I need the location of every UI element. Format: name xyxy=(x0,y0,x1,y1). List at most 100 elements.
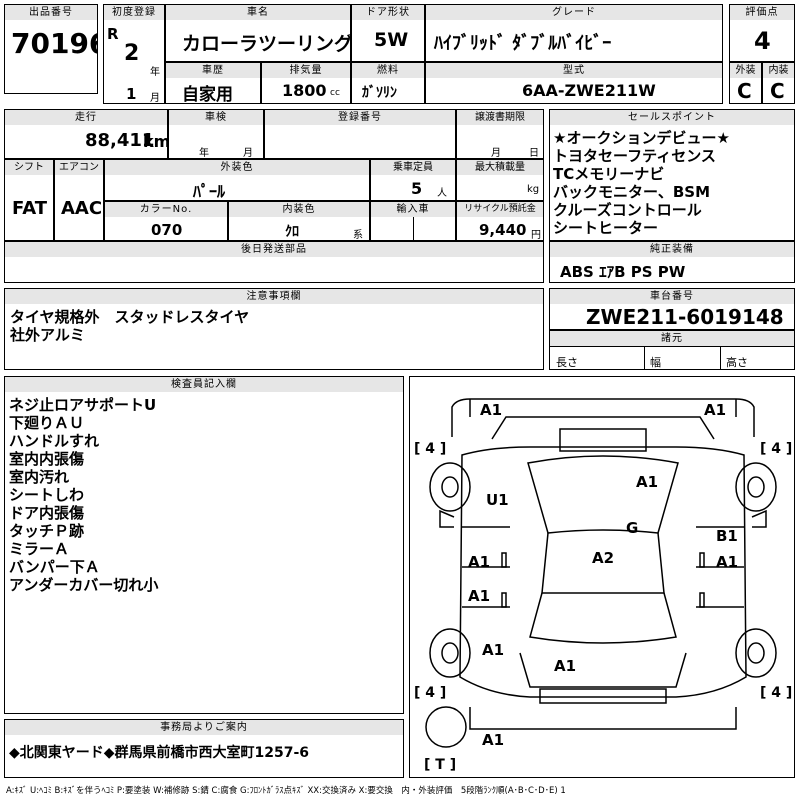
list-item: ハンドルすれ xyxy=(9,432,100,450)
displacement-unit: cc xyxy=(330,88,340,98)
recycle-cell: リサイクル預託金 9,440 円 xyxy=(456,201,544,241)
car-name: カローラツーリング xyxy=(182,33,351,55)
damage-mark-front-bumper-left: A1 xyxy=(480,401,503,419)
damage-mark-rear-bumper: A1 xyxy=(482,731,505,749)
specs-label: 諸元 xyxy=(550,331,794,346)
trunk-shape xyxy=(519,652,687,688)
wheel-front-left-shape xyxy=(441,476,459,498)
inspection-label: 車検 xyxy=(169,110,263,125)
tire-tread-rear-left: [ 4 ] xyxy=(414,685,447,701)
transfer-label: 譲渡書期限 xyxy=(457,110,543,125)
list-item: ミラーＡ xyxy=(9,540,70,558)
first-reg-month: 1 xyxy=(126,85,137,103)
list-item: ★オークションデビュー★ xyxy=(553,129,730,147)
tread-value: 4 xyxy=(771,685,782,701)
chassis-cell: 車台番号 ZWE211-6019148 xyxy=(549,288,795,330)
load-unit: kg xyxy=(527,184,540,195)
rear-bumper-edge-shape xyxy=(469,707,737,730)
office-address: ◆北関東ヤード◆群馬県前橋市西大室町1257-6 xyxy=(9,745,310,761)
tire-rear-left-shape xyxy=(429,628,471,678)
spare-value: T xyxy=(435,757,445,773)
equipment-label: 純正装備 xyxy=(550,242,794,257)
model-cell: 型式 6AA-ZWE211W xyxy=(425,62,723,104)
specs-row: 長さ 幅 高さ xyxy=(550,346,794,369)
tread-value: 4 xyxy=(425,685,436,701)
hood-shape xyxy=(491,416,715,440)
door-handle-left-shape xyxy=(501,592,507,608)
later-parts-label: 後日発送部品 xyxy=(5,242,543,257)
capacity-label: 乗車定員 xyxy=(371,160,455,175)
notes-label: 注意事項欄 xyxy=(5,289,543,304)
damage-mark-rear-fender-left: A1 xyxy=(482,641,505,659)
tire-rear-right-shape xyxy=(735,628,777,678)
era: R xyxy=(107,25,119,43)
recycle-unit: 円 xyxy=(531,230,541,241)
tire-tread-spare: [ T ] xyxy=(424,757,457,773)
shift-label: シフト xyxy=(5,160,53,175)
equipment-cell: 純正装備 ABS ｴｱB PS PW xyxy=(549,241,795,283)
capacity-unit: 人 xyxy=(437,188,447,199)
shift: FAT xyxy=(12,198,48,219)
load-cell: 最大積載量 kg xyxy=(456,159,544,201)
spec-divider xyxy=(644,347,645,369)
history-cell: 車歴 自家用 xyxy=(165,62,261,104)
transfer-month-unit: 月 xyxy=(491,148,501,159)
office-label: 事務局よりご案内 xyxy=(5,720,403,735)
import-divider xyxy=(413,217,414,240)
damage-mark-front-door-left: A1 xyxy=(468,553,491,571)
first-reg-year: 2 xyxy=(124,41,140,66)
door-label: ドア形状 xyxy=(352,5,424,20)
history-label: 車歴 xyxy=(166,63,260,78)
exterior-grade: C xyxy=(737,79,752,103)
grade-cell: グレード ﾊｲﾌﾞﾘｯﾄﾞ ﾀﾞﾌﾞﾙﾊﾞｲﾋﾞｰ xyxy=(425,4,723,62)
notes-list: タイヤ規格外 スタッドレスタイヤ 社外アルミ xyxy=(10,308,249,344)
recycle: 9,440 xyxy=(479,221,527,239)
mirror-left-shape xyxy=(439,509,455,528)
aircon-cell: エアコン AAC xyxy=(54,159,104,241)
fuel-cell: 燃料 ｶﾞｿﾘﾝ xyxy=(351,62,425,104)
list-item: バンパー下Ａ xyxy=(9,558,100,576)
body-color: ﾊﾟｰﾙ xyxy=(193,182,226,201)
sales-points-label: セールスポイント xyxy=(550,110,794,125)
lot-cell: 出品番号 70196 xyxy=(4,4,98,94)
inspector-list: ネジ止ロアサポートU 下廻りＡＵ ハンドルすれ 室内内張傷 室内汚れ シートしわ… xyxy=(9,396,158,594)
model-label: 型式 xyxy=(426,63,722,78)
grade: ﾊｲﾌﾞﾘｯﾄﾞ ﾀﾞﾌﾞﾙﾊﾞｲﾋﾞｰ xyxy=(434,33,612,54)
shift-cell: シフト FAT xyxy=(4,159,54,241)
exterior-label: 外装 xyxy=(730,63,761,78)
inspection-year-unit: 年 xyxy=(199,148,209,159)
door-handle-left-shape xyxy=(501,552,507,568)
mirror-right-shape xyxy=(751,509,767,528)
list-item: 下廻りＡＵ xyxy=(9,414,85,432)
list-item: シートしわ xyxy=(9,486,85,504)
interior-label: 内装 xyxy=(763,63,794,78)
inspection-cell: 車検 年 月 xyxy=(168,109,264,159)
damage-mark-hood: A1 xyxy=(636,473,659,491)
list-item: タッチＰ跡 xyxy=(9,522,85,540)
door-handle-right-shape xyxy=(699,592,705,608)
mileage-label: 走行 xyxy=(5,110,167,125)
int-color-label: 内装色 xyxy=(229,202,369,217)
later-parts-cell: 後日発送部品 xyxy=(4,241,544,283)
wheel-rear-left-shape xyxy=(441,642,459,664)
grille-shape xyxy=(559,428,647,452)
roof-shape xyxy=(541,532,665,594)
chassis-number: ZWE211-6019148 xyxy=(586,305,784,329)
tread-value: 4 xyxy=(425,441,436,457)
import-cell: 輸入車 xyxy=(370,201,456,241)
list-item: トヨタセーフティセンス xyxy=(553,147,716,165)
car-name-label: 車名 xyxy=(166,5,350,20)
body-color-cell: 外装色 ﾊﾟｰﾙ xyxy=(104,159,370,201)
office-cell: 事務局よりご案内 ◆北関東ヤード◆群馬県前橋市西大室町1257-6 xyxy=(4,719,404,778)
list-item: アンダーカバー切れ小 xyxy=(9,576,159,594)
damage-mark-front-bumper-right: A1 xyxy=(704,401,727,419)
legend: A:ｷｽﾞ U:ﾍｺﾐ B:ｷｽﾞを伴うﾍｺﾐ P:要塗装 W:補修跡 S:錆 … xyxy=(6,786,566,796)
int-color: ｸﾛ xyxy=(285,224,299,240)
inspector-cell: 検査員記入欄 ネジ止ロアサポートU 下廻りＡＵ ハンドルすれ 室内内張傷 室内汚… xyxy=(4,376,404,714)
damage-mark-windshield: G xyxy=(626,519,639,537)
model-code: 6AA-ZWE211W xyxy=(522,81,656,100)
inspector-label: 検査員記入欄 xyxy=(5,377,403,392)
spec-divider xyxy=(720,347,721,369)
month-unit: 月 xyxy=(150,93,160,104)
spare-tire-shape xyxy=(425,706,467,748)
